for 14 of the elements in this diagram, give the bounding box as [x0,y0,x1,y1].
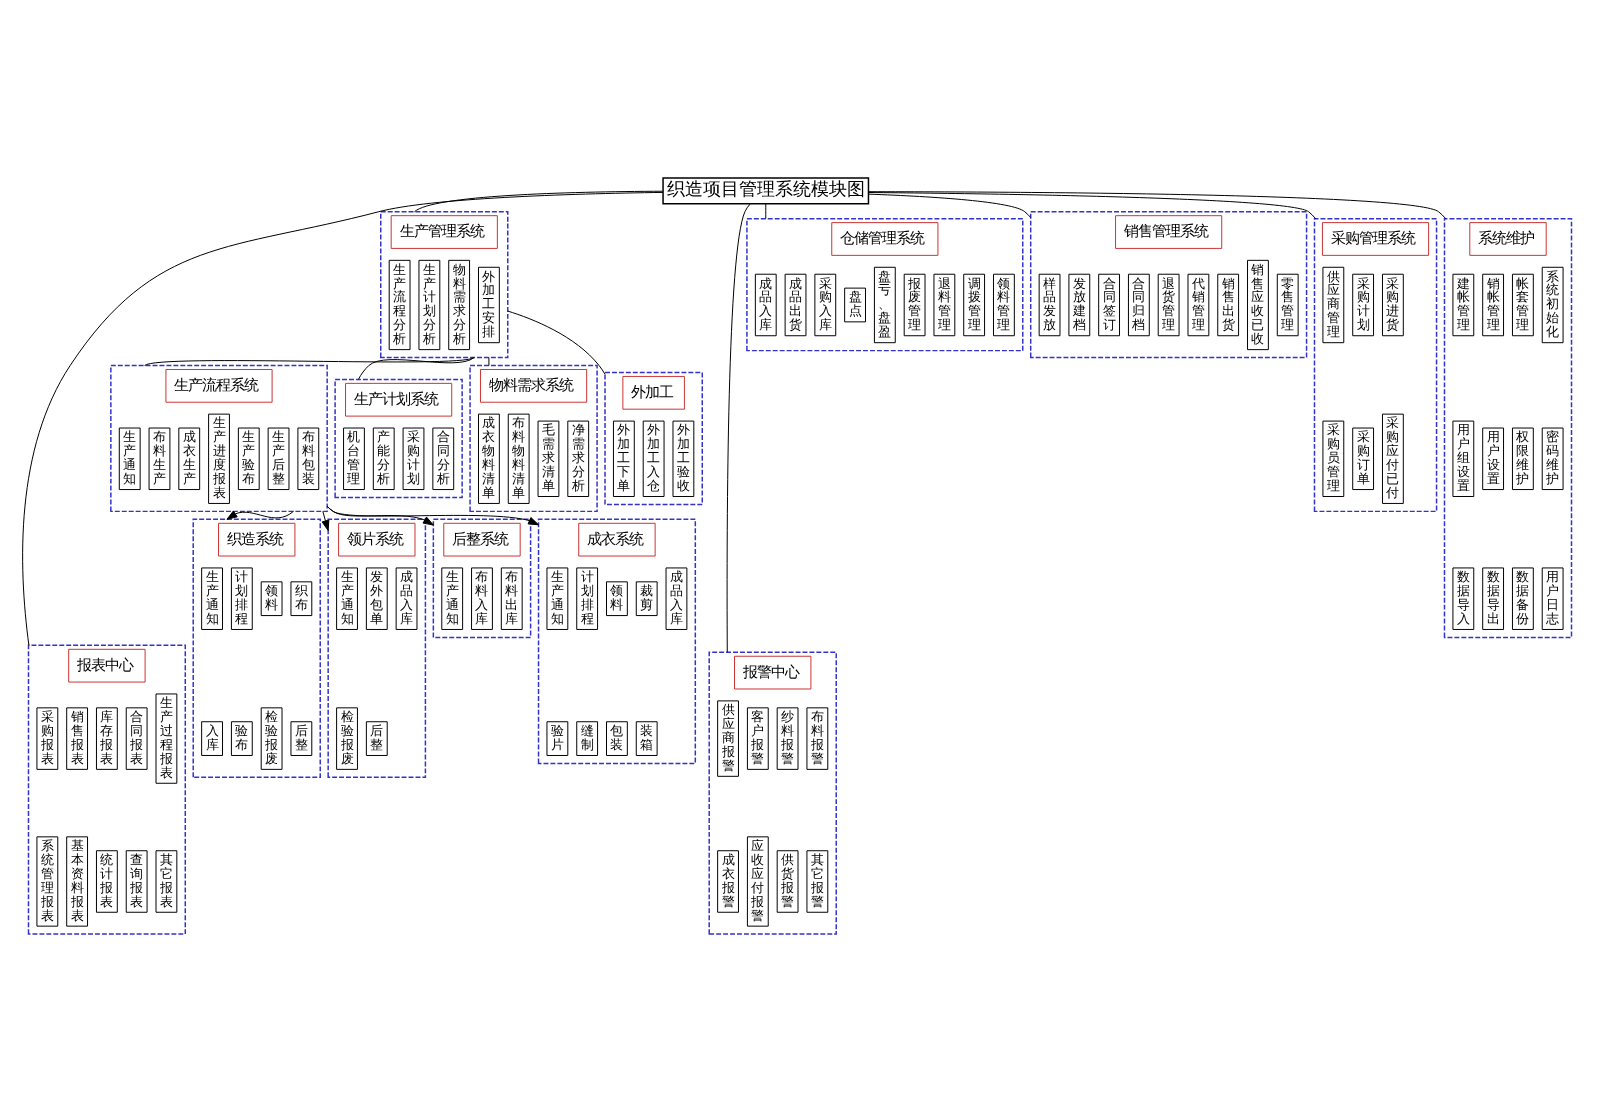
connector [357,357,475,380]
connector [414,190,664,213]
node-box: 织造项目管理系统模块图 [662,177,870,205]
connector [726,203,751,653]
connector [868,193,1032,219]
arrow [326,505,434,526]
connector [868,191,1447,220]
connector [765,203,767,220]
arrow [321,510,330,531]
connector [144,357,475,366]
connector [507,310,606,375]
arrow [326,505,540,526]
connector [868,192,1317,220]
arrow [226,510,294,520]
